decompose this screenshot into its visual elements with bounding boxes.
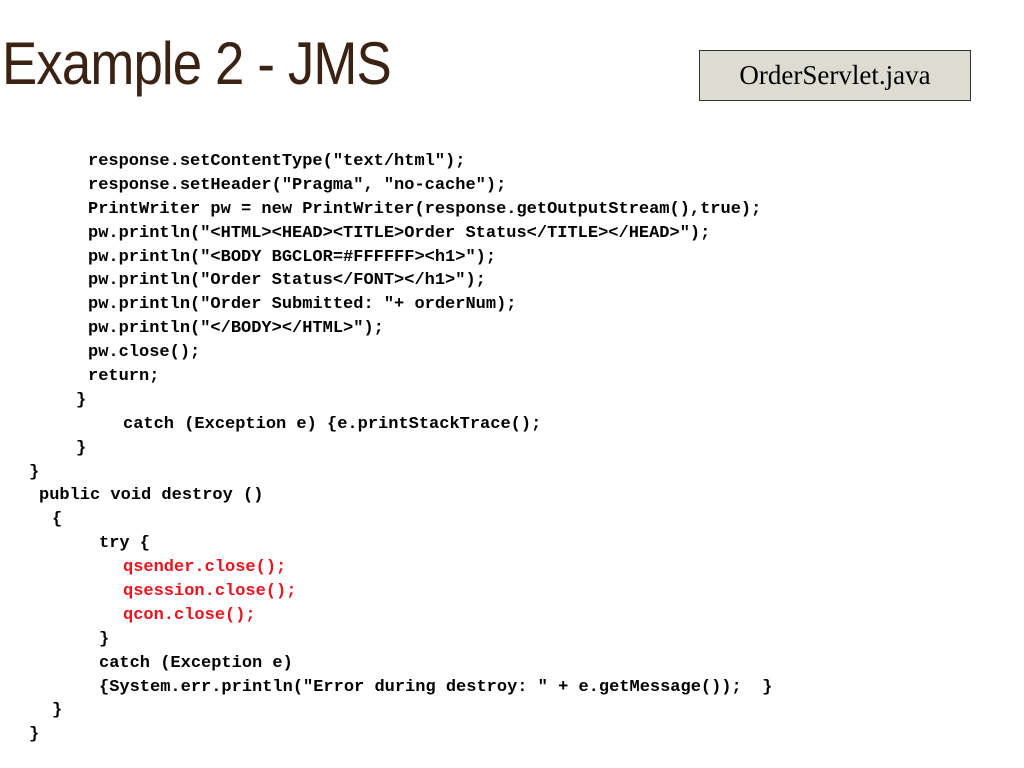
code-line: qsession.close(); [123,582,297,602]
code-line: pw.println("</BODY></HTML>"); [88,319,384,339]
code-line: qsender.close(); [123,558,287,578]
code-line: } [76,390,87,410]
code-line: } [99,629,110,649]
code-line: pw.println("<HTML><HEAD><TITLE>Order Sta… [88,223,711,243]
code-line: } [76,438,87,458]
code-line: pw.close(); [88,343,201,363]
code-line: qcon.close(); [123,605,256,625]
code-line: try { [99,534,151,554]
code-line: } [29,462,40,482]
code-line: catch (Exception e) [99,653,293,673]
code-line: catch (Exception e) {e.printStackTrace()… [123,414,542,434]
code-line: {System.err.println("Error during destro… [99,677,773,697]
code-line: } [29,725,40,745]
code-line: public void destroy () [39,486,264,506]
code-line: pw.println("Order Submitted: "+ orderNum… [88,295,517,315]
file-name-label: OrderServlet.java [699,50,971,101]
code-line: response.setContentType("text/html"); [88,152,466,171]
code-line: PrintWriter pw = new PrintWriter(respons… [88,199,762,219]
code-line: return; [88,367,160,387]
code-line: { [52,510,63,530]
code-line: pw.println("<BODY BGCLOR=#FFFFFF><h1>"); [88,247,497,267]
code-line: response.setHeader("Pragma", "no-cache")… [88,175,507,195]
slide-title: Example 2 - JMS [2,30,392,97]
code-block: response.setContentType("text/html"); res… [0,150,1024,747]
code-line: pw.println("Order Status</FONT></h1>"); [88,271,486,291]
code-line: } [52,701,63,721]
